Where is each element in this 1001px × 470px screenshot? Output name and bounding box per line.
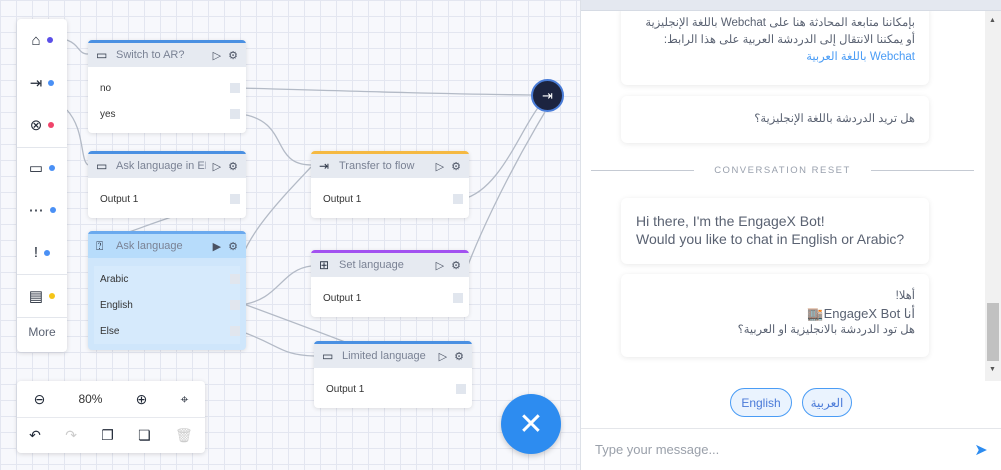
message-composer: ➤: [581, 428, 1001, 470]
close-circle-icon: ⊗: [29, 117, 43, 135]
exit-icon: ⇥: [542, 87, 553, 103]
home-icon: ⌂: [31, 31, 41, 49]
node-limited-language[interactable]: ▭Limited language▷⚙ Output 1: [314, 341, 472, 408]
play-icon[interactable]: ▷: [212, 49, 222, 62]
wire-home-switch: [66, 39, 89, 55]
send-icon[interactable]: ➤: [974, 441, 988, 459]
node-palette: ⌂ ⇥ ⊗ ▭ ⋯ ! ▤ More: [17, 19, 67, 352]
quick-reply-arabic[interactable]: العربية: [802, 388, 852, 417]
output-port[interactable]: [453, 293, 463, 303]
message-icon: ▭: [322, 349, 334, 363]
output-arabic[interactable]: Arabic: [94, 266, 240, 292]
location-icon[interactable]: ⌖: [180, 390, 189, 407]
palette-end[interactable]: ⊗: [17, 104, 67, 147]
play-icon[interactable]: ▷: [212, 160, 222, 173]
message-dots-icon: ⋯: [28, 202, 44, 220]
chat-header: [581, 0, 1001, 11]
bot-message: Hi there, I'm the EngageX Bot!Would you …: [621, 198, 929, 264]
gear-icon[interactable]: ⚙: [454, 350, 464, 363]
play-icon[interactable]: ▶: [212, 240, 222, 253]
gear-icon[interactable]: ⚙: [228, 240, 238, 253]
palette-message[interactable]: ▭: [17, 146, 67, 190]
node-transfer-to-flow[interactable]: ⇥Transfer to flow▷⚙ Output 1: [311, 151, 469, 218]
palette-question[interactable]: ⋯: [17, 189, 67, 232]
quick-reply-english[interactable]: English: [730, 388, 792, 417]
play-icon[interactable]: ▷: [435, 160, 445, 173]
bot-message: بإمكاننا متابعة المحادثة هنا على Webchat…: [621, 11, 929, 85]
play-icon[interactable]: ▷: [438, 350, 448, 363]
paste-icon[interactable]: ❏: [138, 427, 151, 443]
message-list: بإمكاننا متابعة المحادثة هنا على Webchat…: [581, 11, 985, 381]
gear-icon[interactable]: ⚙: [451, 259, 461, 272]
gear-icon[interactable]: ⚙: [228, 49, 238, 62]
gear-icon[interactable]: ⚙: [451, 160, 461, 173]
gear-icon[interactable]: ⚙: [228, 160, 238, 173]
output-port[interactable]: [230, 300, 240, 310]
output-port[interactable]: [456, 384, 466, 394]
message-alert-icon: !: [33, 244, 39, 262]
redo-icon[interactable]: ↷: [65, 427, 77, 443]
message-icon: ▭: [96, 48, 108, 62]
node-ask-language-en[interactable]: ▭Ask language in EN▷⚙ Output 1: [88, 151, 246, 218]
bot-message: هل تريد الدردشة باللغة الإنجليزية؟: [621, 96, 929, 143]
message-icon: ▭: [96, 159, 108, 173]
wire-yes-transfer: [239, 113, 312, 166]
output-yes[interactable]: yes: [94, 101, 240, 127]
question-icon: ⍰: [96, 238, 104, 253]
document-icon: ▤: [28, 287, 44, 305]
wire-else-limited: [239, 330, 315, 357]
webchat-arabic-link[interactable]: Webchat باللغة العربية: [806, 51, 915, 63]
palette-alert[interactable]: !: [17, 232, 67, 275]
message-icon: ▭: [28, 160, 44, 178]
output-port[interactable]: [230, 109, 240, 119]
palette-document[interactable]: ▤: [17, 274, 67, 317]
copy-icon[interactable]: ❐: [101, 427, 114, 443]
message-input[interactable]: [581, 442, 961, 457]
close-fab-button[interactable]: ✕: [501, 394, 561, 454]
zoom-toolbar: ⊖ 80% ⊕ ⌖ ↶ ↷ ❐ ❏ 🗑: [17, 381, 205, 453]
wire-no-exit: [239, 87, 532, 96]
output-1[interactable]: Output 1: [317, 285, 463, 311]
undo-icon[interactable]: ↶: [29, 427, 41, 443]
zoom-out-icon[interactable]: ⊖: [33, 390, 46, 407]
zoom-in-icon[interactable]: ⊕: [135, 390, 148, 407]
output-port[interactable]: [230, 326, 240, 336]
wire-set-exit: [456, 111, 546, 299]
wire-english-set: [239, 265, 312, 306]
conversation-reset-divider: CONVERSATION RESET: [591, 165, 974, 176]
zoom-level: 80%: [78, 392, 103, 406]
output-port[interactable]: [230, 274, 240, 284]
bot-message: أهلا!أنا EngageX Bot🏬هل تود الدردشة بالا…: [621, 274, 929, 357]
grid-plus-icon: ⊞: [319, 258, 330, 272]
more-button[interactable]: More: [17, 316, 67, 347]
wire-arabic-transfer: [235, 166, 312, 280]
enter-icon: ⇥: [319, 159, 330, 173]
output-else[interactable]: Else: [94, 318, 240, 344]
wire-transfer-exit: [462, 104, 541, 200]
wire-enter-askEN: [66, 109, 89, 166]
chat-panel: بإمكاننا متابعة المحادثة هنا على Webchat…: [581, 0, 1001, 470]
palette-enter[interactable]: ⇥: [17, 62, 67, 105]
output-port[interactable]: [230, 83, 240, 93]
trash-icon[interactable]: 🗑: [175, 427, 193, 443]
output-1[interactable]: Output 1: [317, 186, 463, 212]
exit-node[interactable]: ⇥: [531, 79, 564, 112]
output-no[interactable]: no: [94, 75, 240, 101]
output-english[interactable]: English: [94, 292, 240, 318]
output-1[interactable]: Output 1: [320, 376, 466, 402]
output-1[interactable]: Output 1: [94, 186, 240, 212]
node-set-language[interactable]: ⊞Set language▷⚙ Output 1: [311, 250, 469, 317]
output-port[interactable]: [453, 194, 463, 204]
close-icon: ✕: [518, 407, 544, 441]
palette-home[interactable]: ⌂: [17, 19, 67, 62]
scrollbar[interactable]: ▲▼: [985, 11, 1001, 381]
output-port[interactable]: [230, 194, 240, 204]
play-icon[interactable]: ▷: [435, 259, 445, 272]
enter-icon: ⇥: [29, 74, 43, 92]
